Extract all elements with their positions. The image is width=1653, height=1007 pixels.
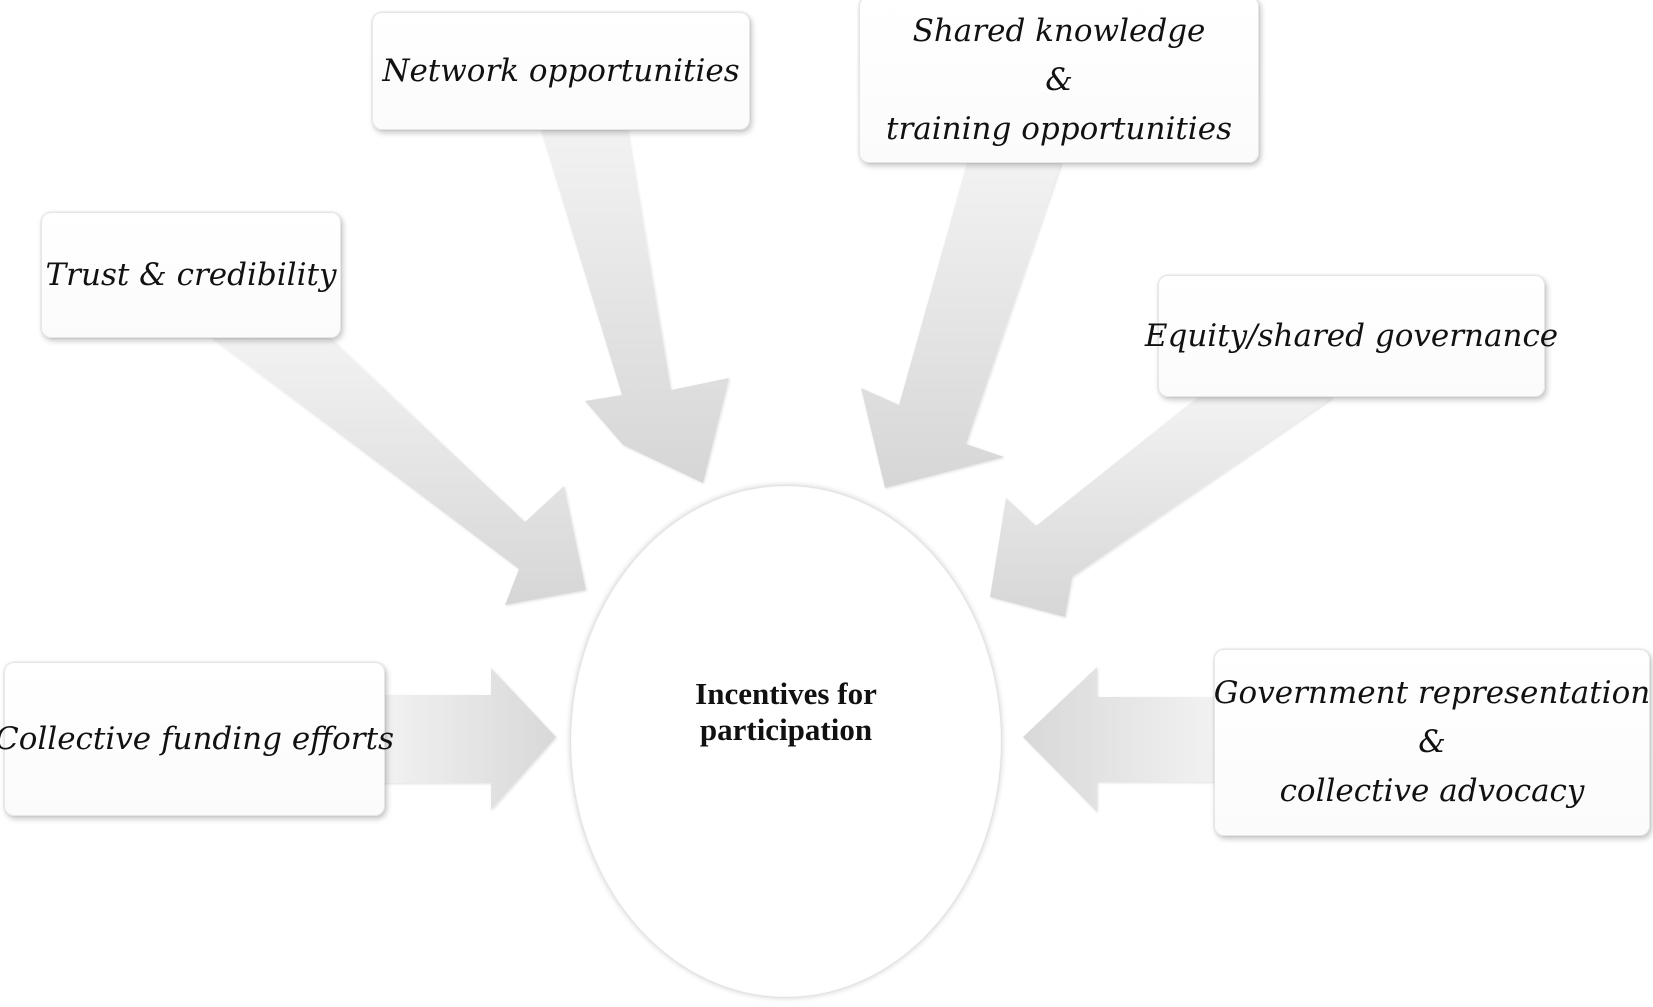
box-shared-knowledge-line1: Shared knowledge bbox=[912, 13, 1206, 49]
box-government-line2: & bbox=[1418, 724, 1446, 760]
center-title-line2: participation bbox=[699, 711, 873, 747]
arrow-network bbox=[541, 130, 729, 483]
center-circle: Incentives for participation bbox=[570, 485, 1002, 998]
arrow-funding bbox=[381, 668, 556, 810]
box-trust-credibility: Trust & credibility bbox=[41, 212, 341, 338]
arrow-shared-knowledge bbox=[861, 163, 1061, 488]
arrow-trust bbox=[211, 337, 586, 605]
box-equity-governance: Equity/shared governance bbox=[1145, 275, 1558, 397]
box-network-opportunities: Network opportunities bbox=[372, 12, 750, 130]
box-government-line3: collective advocacy bbox=[1279, 773, 1585, 809]
box-funding-label: Collective funding efforts bbox=[0, 720, 394, 757]
box-network-label: Network opportunities bbox=[382, 52, 740, 89]
arrow-government bbox=[1023, 667, 1216, 812]
center-title-line1: Incentives for bbox=[695, 675, 877, 711]
box-government-line1: Government representation bbox=[1213, 675, 1651, 711]
box-trust-label: Trust & credibility bbox=[45, 256, 337, 293]
box-equity-label: Equity/shared governance bbox=[1144, 317, 1559, 354]
arrow-equity bbox=[990, 397, 1333, 617]
box-government-representation: Government representation & collective a… bbox=[1214, 649, 1650, 836]
box-shared-knowledge-line2: & bbox=[1045, 62, 1073, 98]
box-shared-knowledge-line3: training opportunities bbox=[886, 111, 1232, 147]
box-shared-knowledge: Shared knowledge & training opportunitie… bbox=[859, 0, 1259, 163]
box-collective-funding: Collective funding efforts bbox=[0, 662, 394, 816]
